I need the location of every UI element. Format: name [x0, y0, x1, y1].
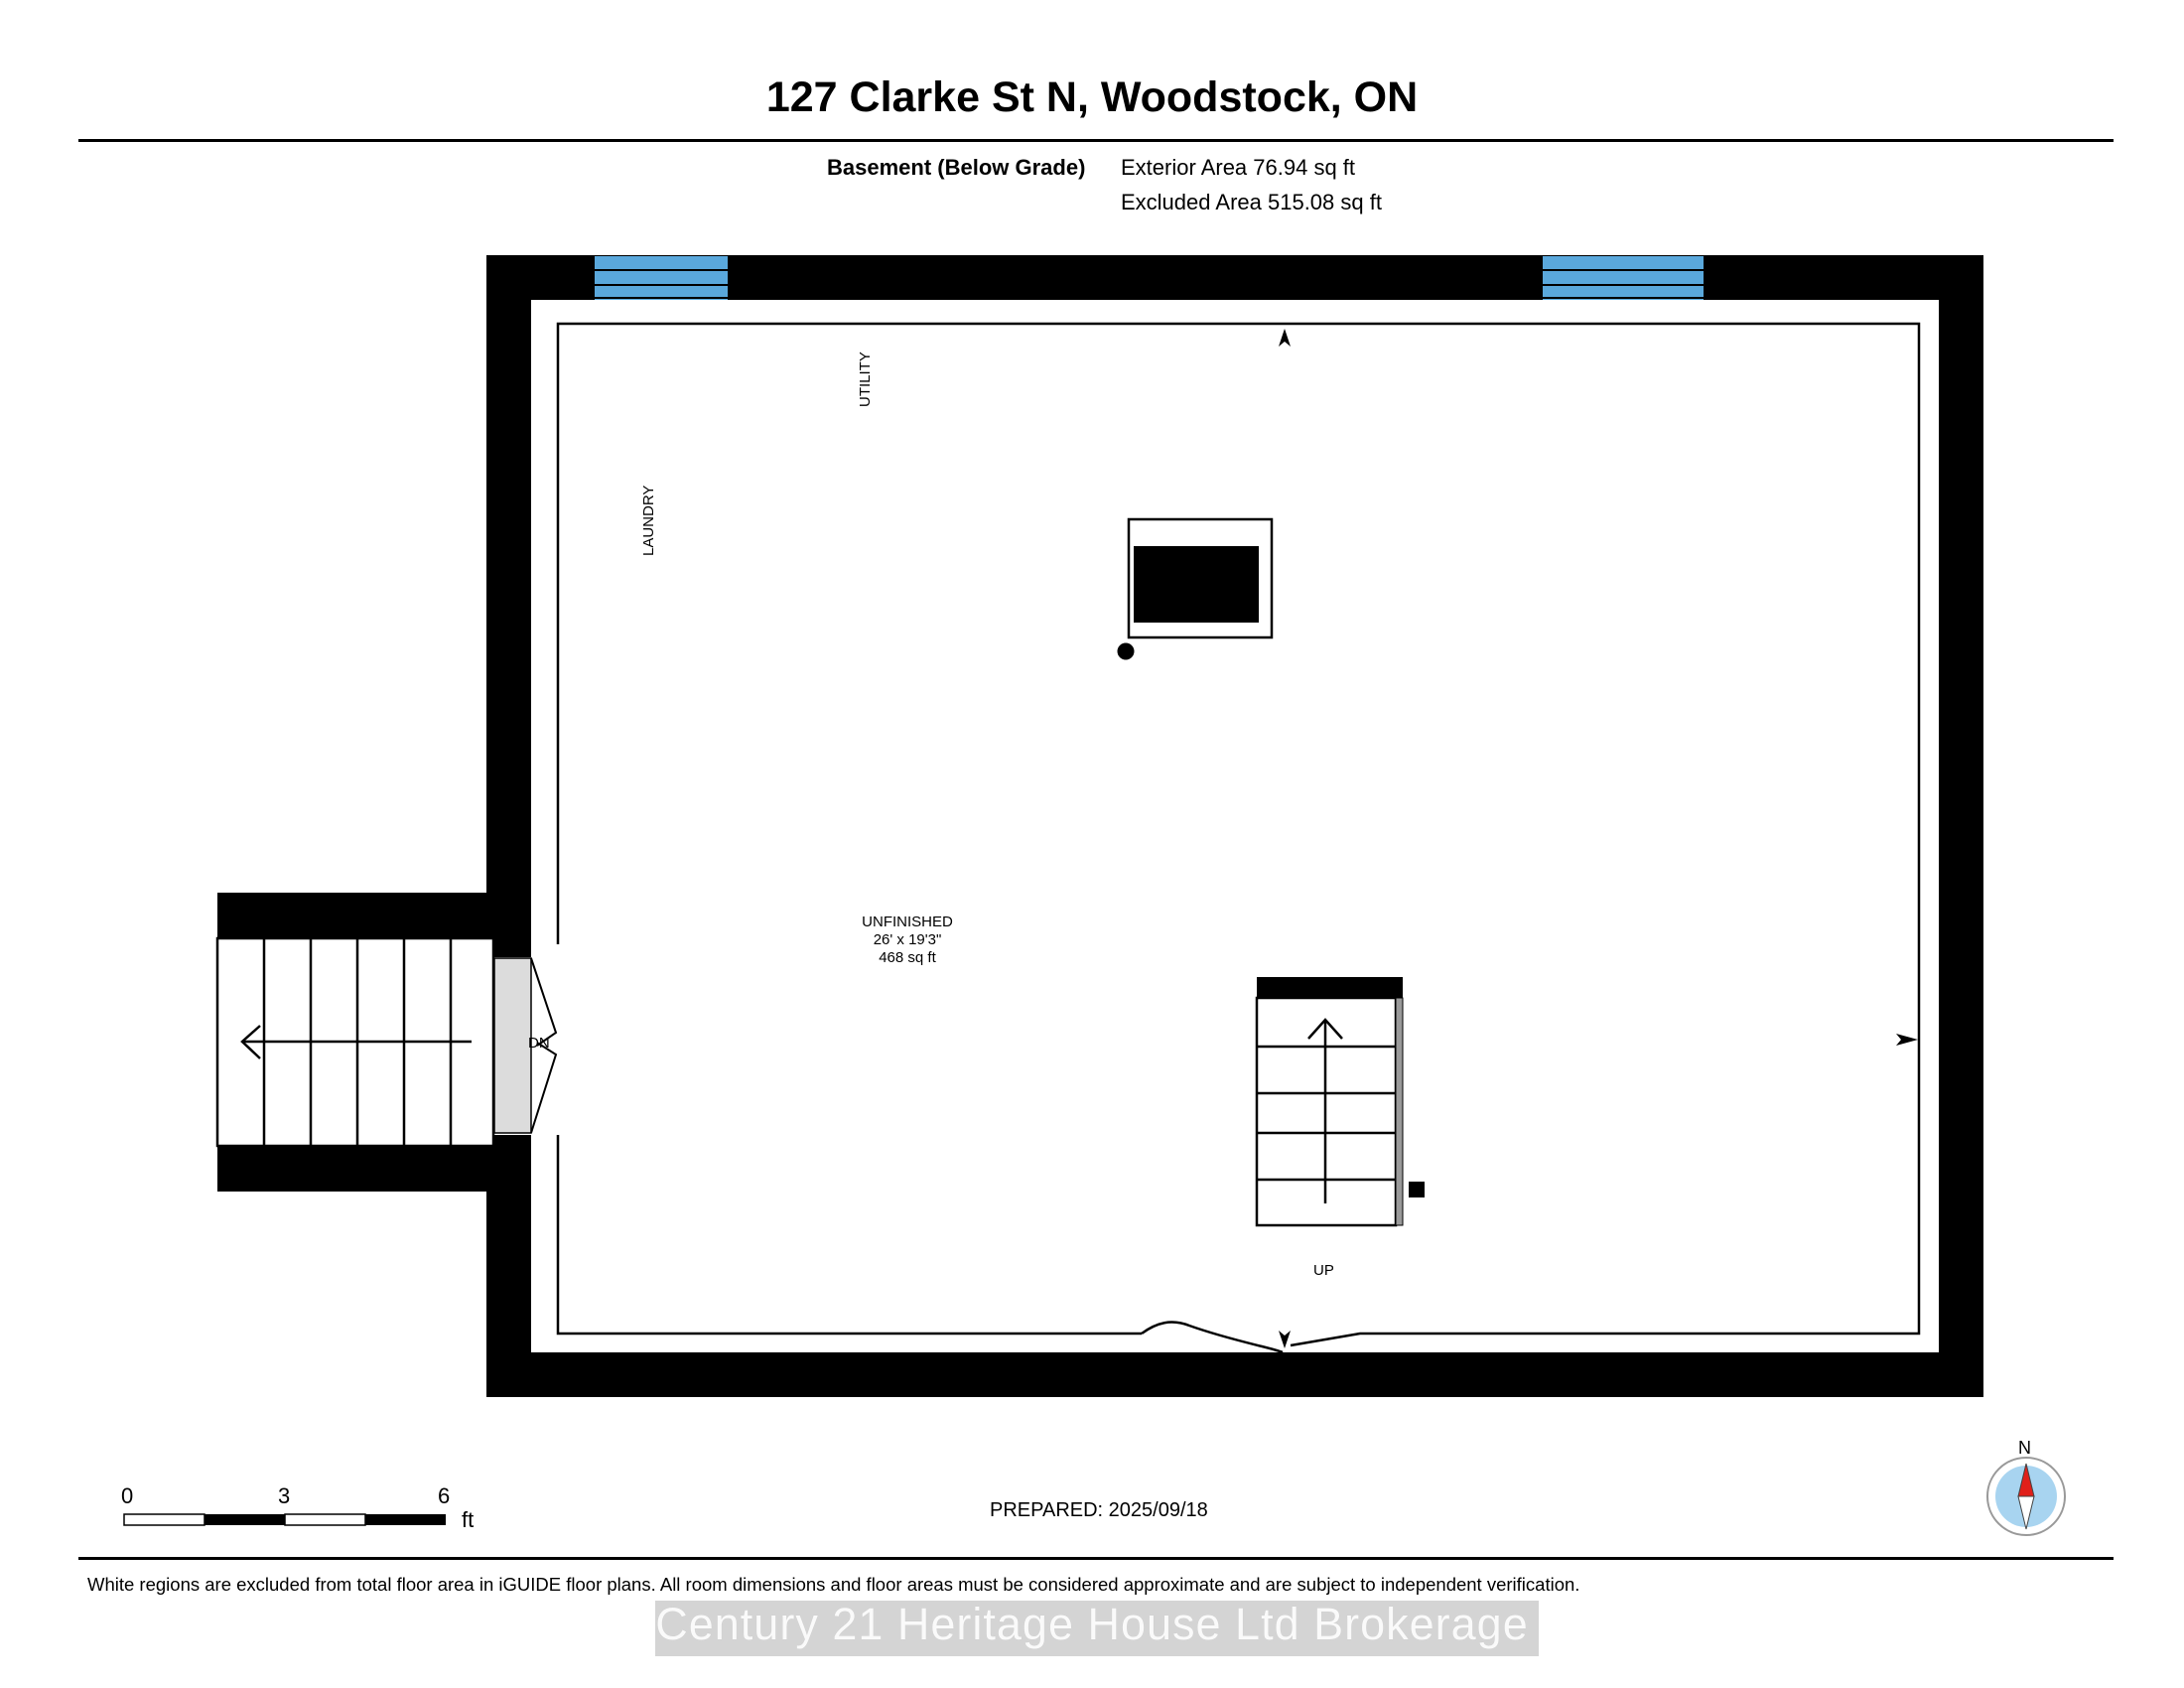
door: DN: [493, 957, 558, 1134]
room-dimensions: 26' x 19'3": [873, 931, 942, 948]
dimension-arrow-top: [1279, 329, 1291, 347]
window-left: [595, 256, 728, 300]
room-label-unfinished: UNFINISHED 26' x 19'3" 468 sq ft: [808, 914, 1007, 967]
header-divider: [78, 139, 2114, 142]
laundry-label: LAUNDRY: [640, 485, 657, 556]
exterior-area: Exterior Area 76.94 sq ft: [1121, 155, 1356, 180]
room-outline: [556, 322, 1921, 1354]
floor-name: Basement (Below Grade): [827, 155, 1086, 180]
scale-tick-3: 3: [278, 1483, 291, 1508]
room-area: 468 sq ft: [879, 949, 936, 966]
support-post: [1409, 1182, 1425, 1197]
stairs-up-label: UP: [1313, 1262, 1334, 1279]
compass: [1986, 1457, 2066, 1536]
exterior-walls: [486, 255, 1983, 1397]
furnace: [1127, 517, 1274, 639]
footer-divider: [78, 1557, 2114, 1560]
room-name: UNFINISHED: [862, 914, 953, 930]
interior-stairs: [1255, 977, 1404, 1227]
compass-north-label: N: [2018, 1438, 2031, 1458]
dimension-arrow-bottom: [1279, 1331, 1291, 1348]
disclaimer: White regions are excluded from total fl…: [87, 1574, 1580, 1595]
scale-unit: ft: [462, 1507, 475, 1532]
exterior-stairs: [215, 936, 495, 1148]
window-right: [1543, 256, 1704, 300]
scale-bar: [123, 1513, 446, 1526]
page-title: 127 Clarke St N, Woodstock, ON: [765, 73, 1419, 121]
watermark: Century 21 Heritage House Ltd Brokerage: [655, 1599, 1529, 1649]
excluded-area: Excluded Area 515.08 sq ft: [1121, 190, 1382, 214]
dimension-arrow-right: [1896, 1034, 1918, 1046]
stairs-down-label: DN: [528, 1035, 550, 1052]
scale-tick-0: 0: [121, 1483, 134, 1508]
exterior-stairs-walls: [217, 893, 487, 1192]
watermark-backdrop: [655, 1601, 1539, 1656]
scale-tick-6: 6: [438, 1483, 451, 1508]
floor-drain: [1117, 642, 1135, 660]
utility-label: UTILITY: [857, 352, 874, 407]
prepared-date: PREPARED: 2025/09/18: [990, 1499, 1208, 1521]
